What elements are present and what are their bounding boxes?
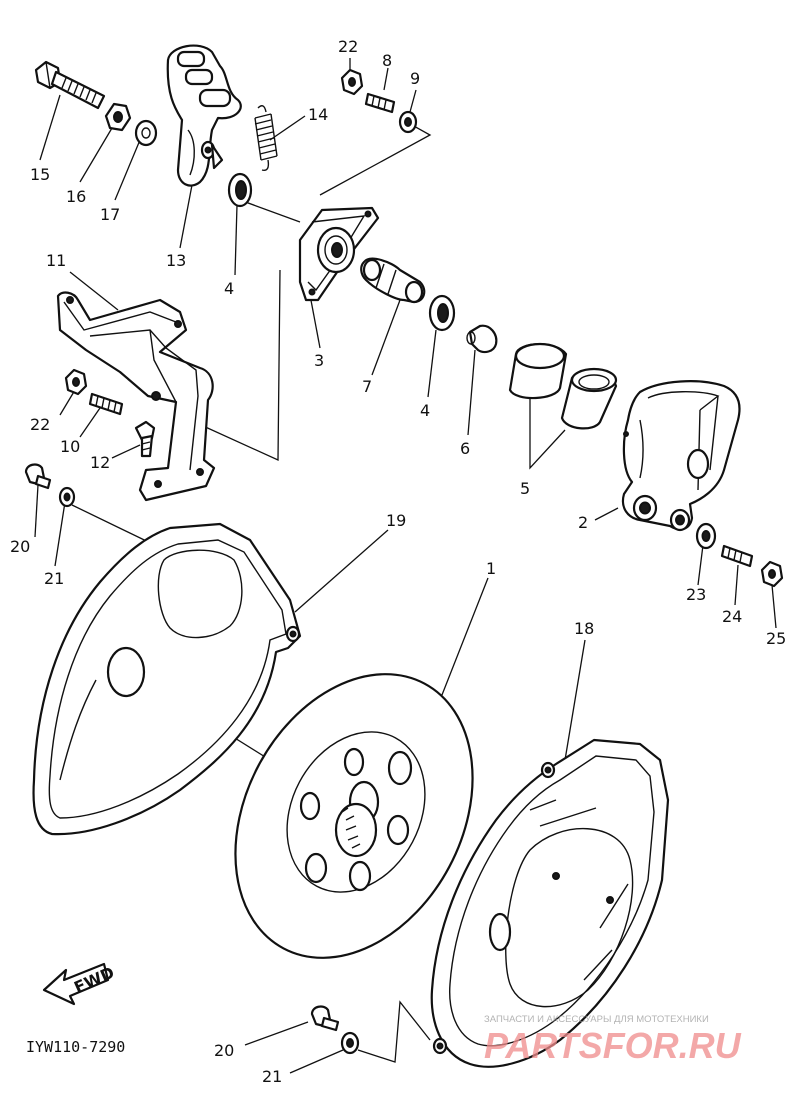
bolt-24 [720,544,754,568]
callout-4-right: 4 [420,401,430,420]
washer-21-lower [340,1031,360,1055]
callout-9: 9 [410,69,420,88]
lever-13 [166,44,242,187]
bolt-15 [34,60,106,110]
washer-9 [398,110,418,134]
callout-20-upper: 20 [10,537,30,556]
callout-numbers: 22 8 9 14 15 16 17 13 4 11 3 7 4 6 5 22 … [10,37,786,1086]
callout-10: 10 [60,437,80,456]
cover-plate-3 [298,206,380,302]
camshaft-7 [360,257,426,304]
callout-3: 3 [314,351,324,370]
seal-4-right [428,294,456,332]
watermark-brand: PARTSFOR.RU [484,1025,742,1066]
callout-17: 17 [100,205,120,224]
fwd-arrow: FWD [42,963,117,1006]
callout-19: 19 [386,511,406,530]
bolt-20-lower [310,1005,340,1032]
callout-5: 5 [520,479,530,498]
callout-16: 16 [66,187,86,206]
backing-plate-18 [430,738,670,1068]
brake-disc-1 [234,673,474,959]
diagram-code: IYW110-7290 [26,1038,125,1056]
bolt-20-upper [24,463,52,490]
spring-14 [254,105,278,171]
callout-4-left: 4 [224,279,234,298]
callout-21-lower: 21 [262,1067,282,1086]
callout-2: 2 [578,513,588,532]
callout-6: 6 [460,439,470,458]
callout-7: 7 [362,377,372,396]
seal-4-left [227,172,253,208]
callout-23: 23 [686,585,706,604]
piston-5a [508,342,568,400]
callout-25: 25 [766,629,786,648]
callout-14: 14 [308,105,328,124]
watermark-tagline: ЗАПЧАСТИ И АКСЕССУАРЫ ДЛЯ МОТОТЕХНИКИ [484,1014,709,1025]
stud-8 [364,92,396,114]
callout-11: 11 [46,251,66,270]
washer-23 [695,522,717,550]
callout-1: 1 [486,559,496,578]
nut-25 [760,560,784,588]
callout-18: 18 [574,619,594,638]
caliper-2 [621,380,741,532]
pin-6 [466,324,498,354]
stud-10 [88,392,124,416]
piston-5b [560,367,618,430]
dust-cover-19 [32,522,302,836]
bolt-12 [134,420,156,458]
washer-21-upper [58,486,76,508]
callout-22-lower: 22 [30,415,50,434]
nut-22-top [340,68,364,96]
callout-22-top: 22 [338,37,358,56]
bracket-11 [56,291,216,502]
nut-16 [104,102,132,132]
nut-22-lower [64,368,88,396]
callout-24: 24 [722,607,742,626]
callout-15: 15 [30,165,50,184]
callout-20-lower: 20 [214,1041,234,1060]
callout-21-upper: 21 [44,569,64,588]
watermark: ЗАПЧАСТИ И АКСЕССУАРЫ ДЛЯ МОТОТЕХНИКИ PA… [484,1014,742,1066]
callout-13: 13 [166,251,186,270]
callout-12: 12 [90,453,110,472]
washer-17 [134,119,158,147]
callout-8: 8 [382,51,392,70]
